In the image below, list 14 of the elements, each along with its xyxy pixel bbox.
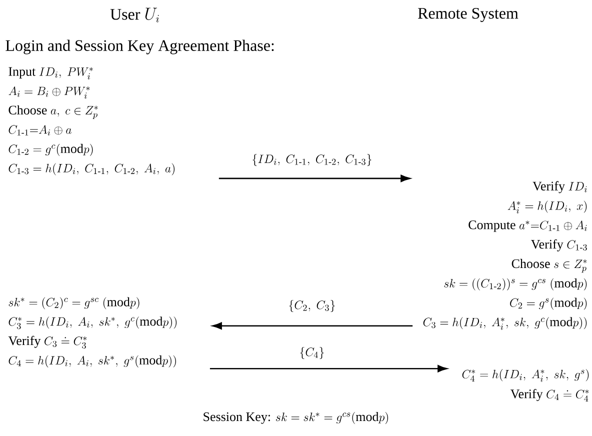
- column-heading: $\text{User } U_i$: [110, 8, 159, 22]
- edge-label: $\{C_2,\ C_3\}$: [287, 298, 337, 313]
- computation-steps: $\text{Input } ID_i,\ PW_i^{*}$ $A_i = B_i \oplus PW_i^{*}$ $\text{Choose } a,\ c \in Z_p^{*}$ $C_{1\text{-}1}{=}A_i \oplus a$ $C_{1\text{-}2} = g^{c}(\text{mod}p)$ $C_{1\text{-}3} = h(ID_i,\ C_{1\text{-}1},\ C_{1\text{-}2},\ A_i,\ a)$: [8, 67, 175, 176]
- computation-steps: $C_4^{*} = h(ID_i,\ A_i^{*},\ sk,\ g^{s})$ $\text{Verify } C_4 \doteq C_4^{*}$: [462, 369, 589, 402]
- edge-label: $\{ID_i,\ C_{1\text{-}1},\ C_{1\text{-}2},\ C_{1\text{-}3}\}$: [250, 153, 374, 167]
- computation-steps: $sk^{*} = (C_2)^{c} = g^{sc}\ (\text{mod}p)$ $C_3^{*} = h(ID_i,\ A_i,\ sk^{*},\ g^{c}(\text{mod}p))$ $\text{Verify } C_3 \doteq C_3^{*}$ $C_4 = h(ID_i,\ A_i,\ sk^{*},\ g^{s}(\text{mod}p))$: [8, 297, 177, 368]
- phase-title: Login and Session Key Agreement Phase:: [6, 40, 274, 54]
- computation-steps: $\text{Verify } ID_i$ $A_i^{*} = h(ID_i,\ x)$ $\text{Compute } a^{*}{=}C_{1\text{-}1} \oplus A_i$ $\text{Verify } C_{1\text{-}3}$ $\text{Choose } s \in Z_p^{*}$ $sk = ((C_{1\text{-}2}))^{s} = g^{cs}\ (\text{mod}p)$ $C_2 = g^{s}(\text{mod}p)$ $C_3 = h(ID_i,\ A_i^{*},\ sk,\ g^{c}(\text{mod}p))$: [423, 181, 587, 330]
- edge-label: $\{C_4\}$: [298, 346, 326, 360]
- column-heading: Remote System: [418, 8, 518, 22]
- arrow: [218, 174, 410, 182]
- arrow: [210, 365, 448, 372]
- arrow: [212, 322, 413, 330]
- session-key-note: $\text{Session Key: } sk = sk^{*} = g^{cs}(\text{mod}p)$: [204, 412, 388, 424]
